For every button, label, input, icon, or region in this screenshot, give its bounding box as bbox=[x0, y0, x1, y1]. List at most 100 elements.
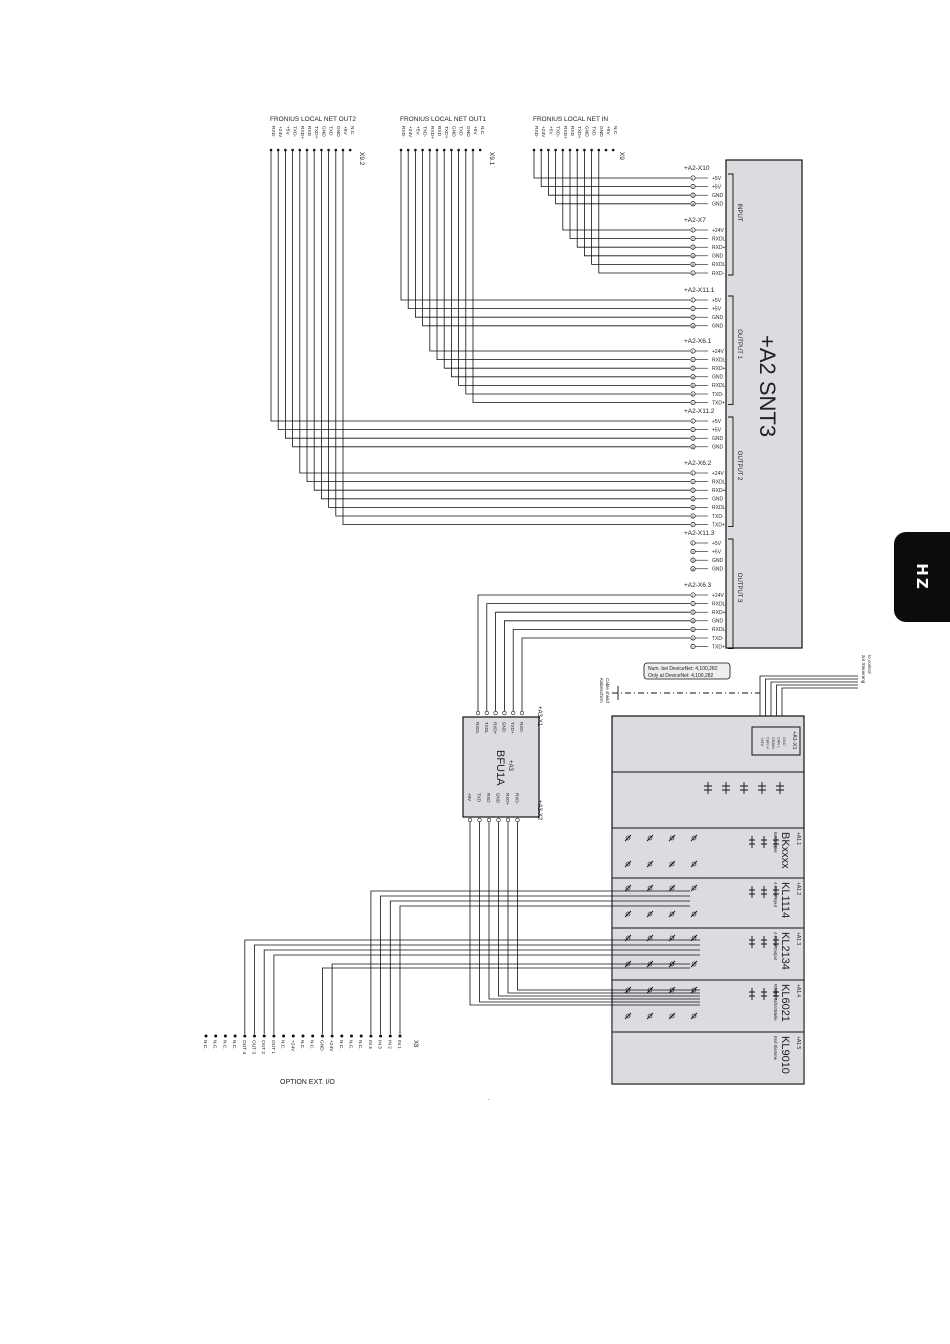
snt3-pin-label: RXDL bbox=[712, 236, 726, 242]
wire-header-to-snt3 bbox=[407, 150, 690, 309]
snt3-pin-label: TXD+ bbox=[712, 644, 725, 650]
bfu-x2-terminal bbox=[477, 817, 482, 823]
snt3-pin-label: GND bbox=[712, 445, 724, 451]
header-pin-label: RXD- bbox=[400, 126, 406, 138]
option-io-title: OPTION EXT. I/O bbox=[280, 1079, 335, 1086]
snt3-pin-label: GND bbox=[712, 497, 724, 503]
wire-devicenet bbox=[770, 681, 858, 728]
snt3-pin-number: 3 bbox=[692, 245, 695, 250]
plc-terminal bbox=[625, 911, 631, 917]
bfu-x1-ref: +A3-X1 bbox=[536, 706, 542, 727]
option-io-label: GND bbox=[318, 1040, 324, 1051]
bfu-x2-terminal bbox=[467, 817, 473, 823]
bfu-x2-terminal bbox=[515, 817, 520, 823]
bus-pin-label: DRAIN bbox=[771, 737, 775, 749]
plc-status-led bbox=[749, 836, 755, 848]
bfu-x1-terminal bbox=[519, 710, 525, 716]
plc-terminal bbox=[647, 911, 653, 917]
snt3-pin-label: GND bbox=[712, 558, 724, 564]
header-out2-title: FRONIUS LOCAL NET OUT2 bbox=[270, 116, 356, 123]
wire-header-to-snt3 bbox=[292, 150, 690, 448]
snt3-pin-label: +5V bbox=[712, 298, 722, 304]
bus-pin-label: GND bbox=[782, 737, 786, 746]
plc-terminal-slash bbox=[690, 860, 698, 868]
snt3-pin-number: 1 bbox=[692, 298, 695, 303]
wire-plc-to-option-io bbox=[370, 890, 690, 1034]
bfu-x2-terminal bbox=[486, 817, 492, 823]
snt3-pin-number: 5 bbox=[692, 262, 695, 267]
header-pin-label: TXD bbox=[591, 126, 597, 136]
plc-terminal bbox=[647, 861, 653, 867]
snt3-group-label: OUTPUT 2 bbox=[736, 451, 742, 481]
snt3-group-bracket bbox=[728, 173, 734, 276]
snt3-connector-name: +A2-X7 bbox=[684, 217, 706, 224]
plc-status-led bbox=[761, 988, 767, 1000]
wire-header-to-snt3 bbox=[555, 150, 690, 205]
snt3-pin-number: 1 bbox=[692, 419, 695, 424]
header-pin-label: +24V bbox=[277, 126, 283, 138]
plc-terminal-slash bbox=[690, 960, 698, 968]
bfu-x2-label: RXD+ bbox=[505, 793, 510, 806]
bfu-x2-terminal bbox=[505, 817, 511, 823]
snt3-pin-label: RXDL bbox=[712, 479, 726, 485]
option-io-label: N.C. bbox=[212, 1040, 218, 1050]
wire-header-to-snt3 bbox=[436, 150, 690, 360]
snt3-pin-label: RXDL bbox=[712, 383, 726, 389]
snt3-pin-label: +5V bbox=[712, 427, 722, 433]
header-pin-label: TXD- bbox=[555, 126, 561, 138]
option-io-terminal bbox=[272, 1034, 276, 1038]
header-pin-label: GND bbox=[583, 126, 589, 137]
option-io-terminal bbox=[243, 1034, 247, 1038]
header-pin-label: +5V bbox=[547, 126, 553, 135]
snt3-pin-number: 1 bbox=[692, 176, 695, 181]
plc-terminal-slash bbox=[624, 884, 632, 892]
snt3-pin-label: GND bbox=[712, 202, 724, 208]
plc-terminal bbox=[691, 911, 697, 917]
option-io-label: N.C. bbox=[348, 1040, 354, 1050]
plc-terminal bbox=[647, 835, 653, 841]
plc-terminal bbox=[691, 885, 697, 891]
plc-module-ref: +A1.2 bbox=[795, 882, 801, 895]
section-tab: HZ bbox=[894, 532, 950, 622]
wire-header-to-snt3 bbox=[451, 150, 690, 378]
wire-header-to-snt3 bbox=[443, 150, 690, 369]
header-pin-label: RXD- bbox=[270, 126, 276, 138]
option-io-label: N.C. bbox=[221, 1040, 227, 1050]
plc-terminal bbox=[669, 861, 675, 867]
header-pin-label: +24V bbox=[407, 126, 413, 138]
option-io-label: N.C. bbox=[202, 1040, 208, 1050]
snt3-pin-label: GND bbox=[712, 254, 724, 260]
wire-snt3-to-bfu bbox=[486, 603, 690, 711]
devicenet-right-2: to control bbox=[867, 655, 872, 674]
plc-status-led bbox=[773, 936, 779, 948]
plc-terminal-slash bbox=[668, 860, 676, 868]
bfu-x1-terminal bbox=[493, 710, 498, 716]
option-io-terminal bbox=[253, 1034, 256, 1038]
header-pin-label: TXD+ bbox=[443, 126, 449, 139]
bfu-x2-ref: +A3-X2 bbox=[536, 800, 542, 821]
option-io-label: N.C. bbox=[309, 1040, 315, 1050]
snt3-pin-number: 6 bbox=[692, 271, 695, 276]
plc-terminal bbox=[669, 911, 675, 917]
snt3-pin-label: TXD+ bbox=[712, 400, 725, 406]
header-pin-label: RXD bbox=[569, 126, 575, 137]
snt3-pin-number: 3 bbox=[692, 193, 695, 198]
snt3-pin-number: 5 bbox=[692, 627, 695, 632]
option-io-terminal bbox=[340, 1034, 344, 1038]
wire-header-to-snt3 bbox=[591, 150, 690, 265]
plc-module-name: BKxxxx bbox=[779, 832, 791, 869]
wire-header-to-snt3 bbox=[306, 150, 690, 482]
plc-supply-symbol bbox=[758, 782, 766, 794]
plc-status-led bbox=[773, 836, 779, 848]
plc-status-led bbox=[749, 886, 755, 898]
snt3-pin-label: GND bbox=[712, 619, 724, 625]
plc-terminal-slash bbox=[690, 910, 698, 918]
option-io-terminal bbox=[330, 1034, 334, 1038]
option-io-terminal bbox=[388, 1034, 392, 1038]
plc-terminal bbox=[669, 835, 675, 841]
wire-header-to-snt3 bbox=[328, 150, 690, 508]
plc-module-desc: 4-Kanal Input bbox=[773, 882, 778, 908]
bfu-subtitle: +A3 bbox=[507, 760, 513, 772]
header-pin-label: RXD+ bbox=[299, 126, 305, 139]
